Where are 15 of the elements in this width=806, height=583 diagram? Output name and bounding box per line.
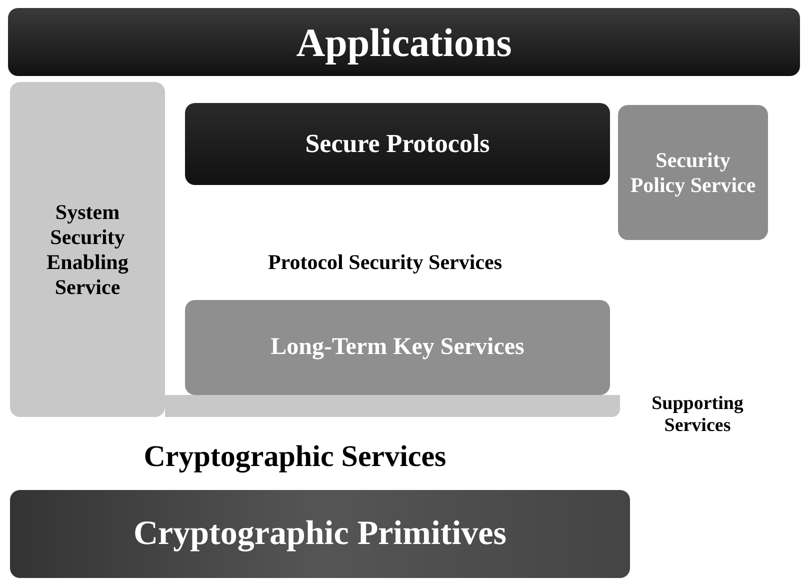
layer-label: Cryptographic Primitives xyxy=(134,515,506,553)
layer-block xyxy=(10,82,165,417)
layer-label: Security Policy Service xyxy=(630,148,756,198)
layer-block xyxy=(8,8,800,76)
layer-label: Applications xyxy=(296,18,512,66)
section-label: Cryptographic Services xyxy=(142,440,448,474)
layer-label: System Security Enabling Service xyxy=(46,200,130,300)
layer-block xyxy=(185,103,610,185)
section-label: Supporting Services xyxy=(650,393,744,437)
layer-label: Long-Term Key Services xyxy=(270,334,524,361)
section-label: Protocol Security Services xyxy=(266,250,504,275)
layer-block xyxy=(10,490,630,578)
layer-block xyxy=(618,105,768,240)
layer-label: Secure Protocols xyxy=(305,129,490,159)
layer-block xyxy=(185,300,610,395)
